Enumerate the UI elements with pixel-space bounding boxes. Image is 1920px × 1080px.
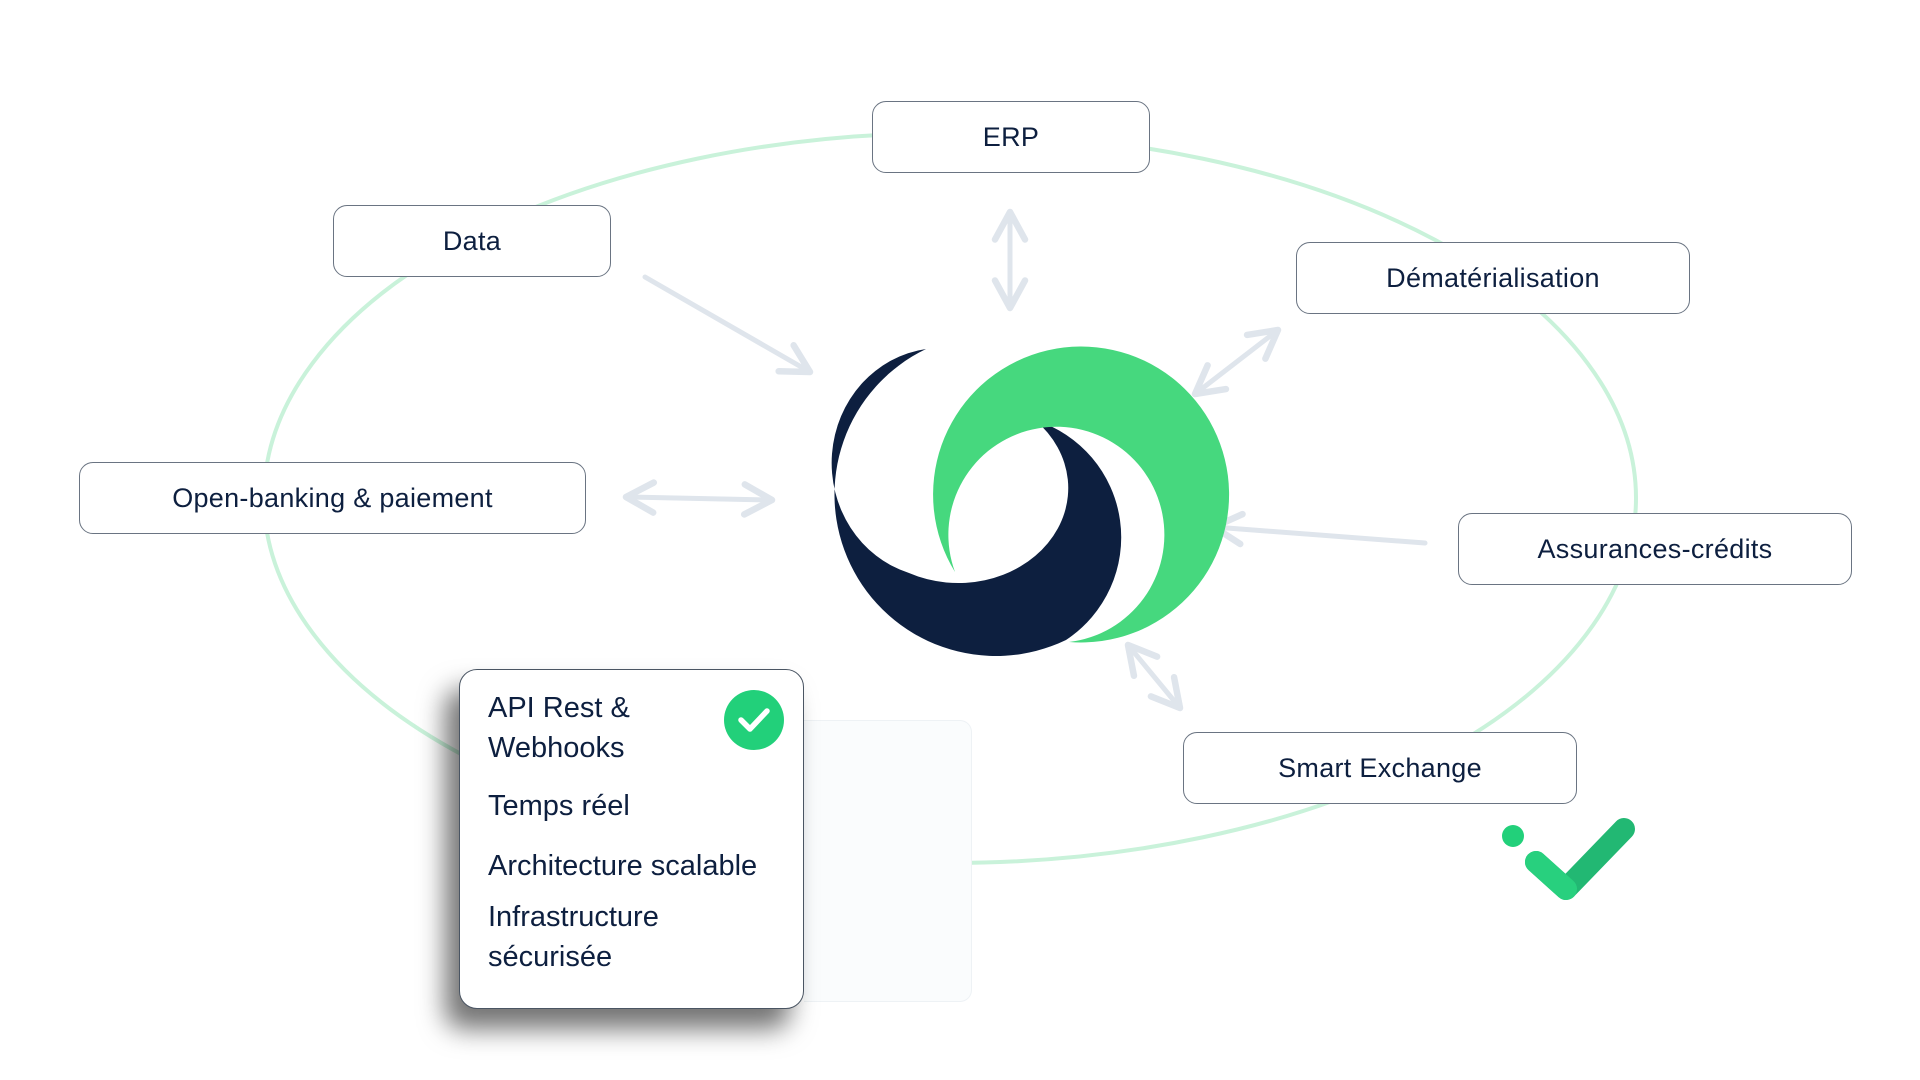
arrow-data: [642, 274, 814, 376]
hub-logo-icon: [831, 346, 1230, 656]
feature-api-rest-line2: Webhooks: [488, 732, 625, 764]
node-erp: ERP: [872, 101, 1150, 173]
features-card: API Rest & Webhooks Temps réel Architect…: [459, 669, 804, 1009]
feature-infrastructure-line1: Infrastructure: [488, 901, 659, 933]
arrow-smart-exchange: [1124, 641, 1184, 712]
node-assurances-credits: Assurances-crédits: [1458, 513, 1852, 585]
node-dematerialisation: Dématérialisation: [1296, 242, 1690, 314]
node-assurances-credits-label: Assurances-crédits: [1537, 533, 1773, 564]
node-smart-exchange-label: Smart Exchange: [1278, 752, 1482, 783]
node-smart-exchange: Smart Exchange: [1183, 732, 1577, 804]
feature-architecture-scalable: Architecture scalable: [488, 850, 758, 882]
node-open-banking: Open-banking & paiement: [79, 462, 586, 534]
check-mark-icon: [1502, 818, 1635, 900]
feature-api-rest-line1: API Rest &: [488, 692, 630, 724]
arrow-dematerialisation: [1191, 326, 1282, 398]
background-panel: [804, 720, 972, 1002]
node-erp-label: ERP: [982, 121, 1040, 152]
feature-infrastructure-line2: sécurisée: [488, 941, 613, 973]
arrow-open-banking: [622, 479, 776, 518]
check-circle-icon: [724, 690, 784, 750]
node-data-label: Data: [442, 225, 502, 256]
feature-temps-reel: Temps réel: [488, 790, 630, 822]
node-data: Data: [333, 205, 611, 277]
node-open-banking-label: Open-banking & paiement: [172, 482, 493, 513]
arrow-assurances: [1210, 510, 1428, 548]
node-dematerialisation-label: Dématérialisation: [1386, 262, 1600, 293]
